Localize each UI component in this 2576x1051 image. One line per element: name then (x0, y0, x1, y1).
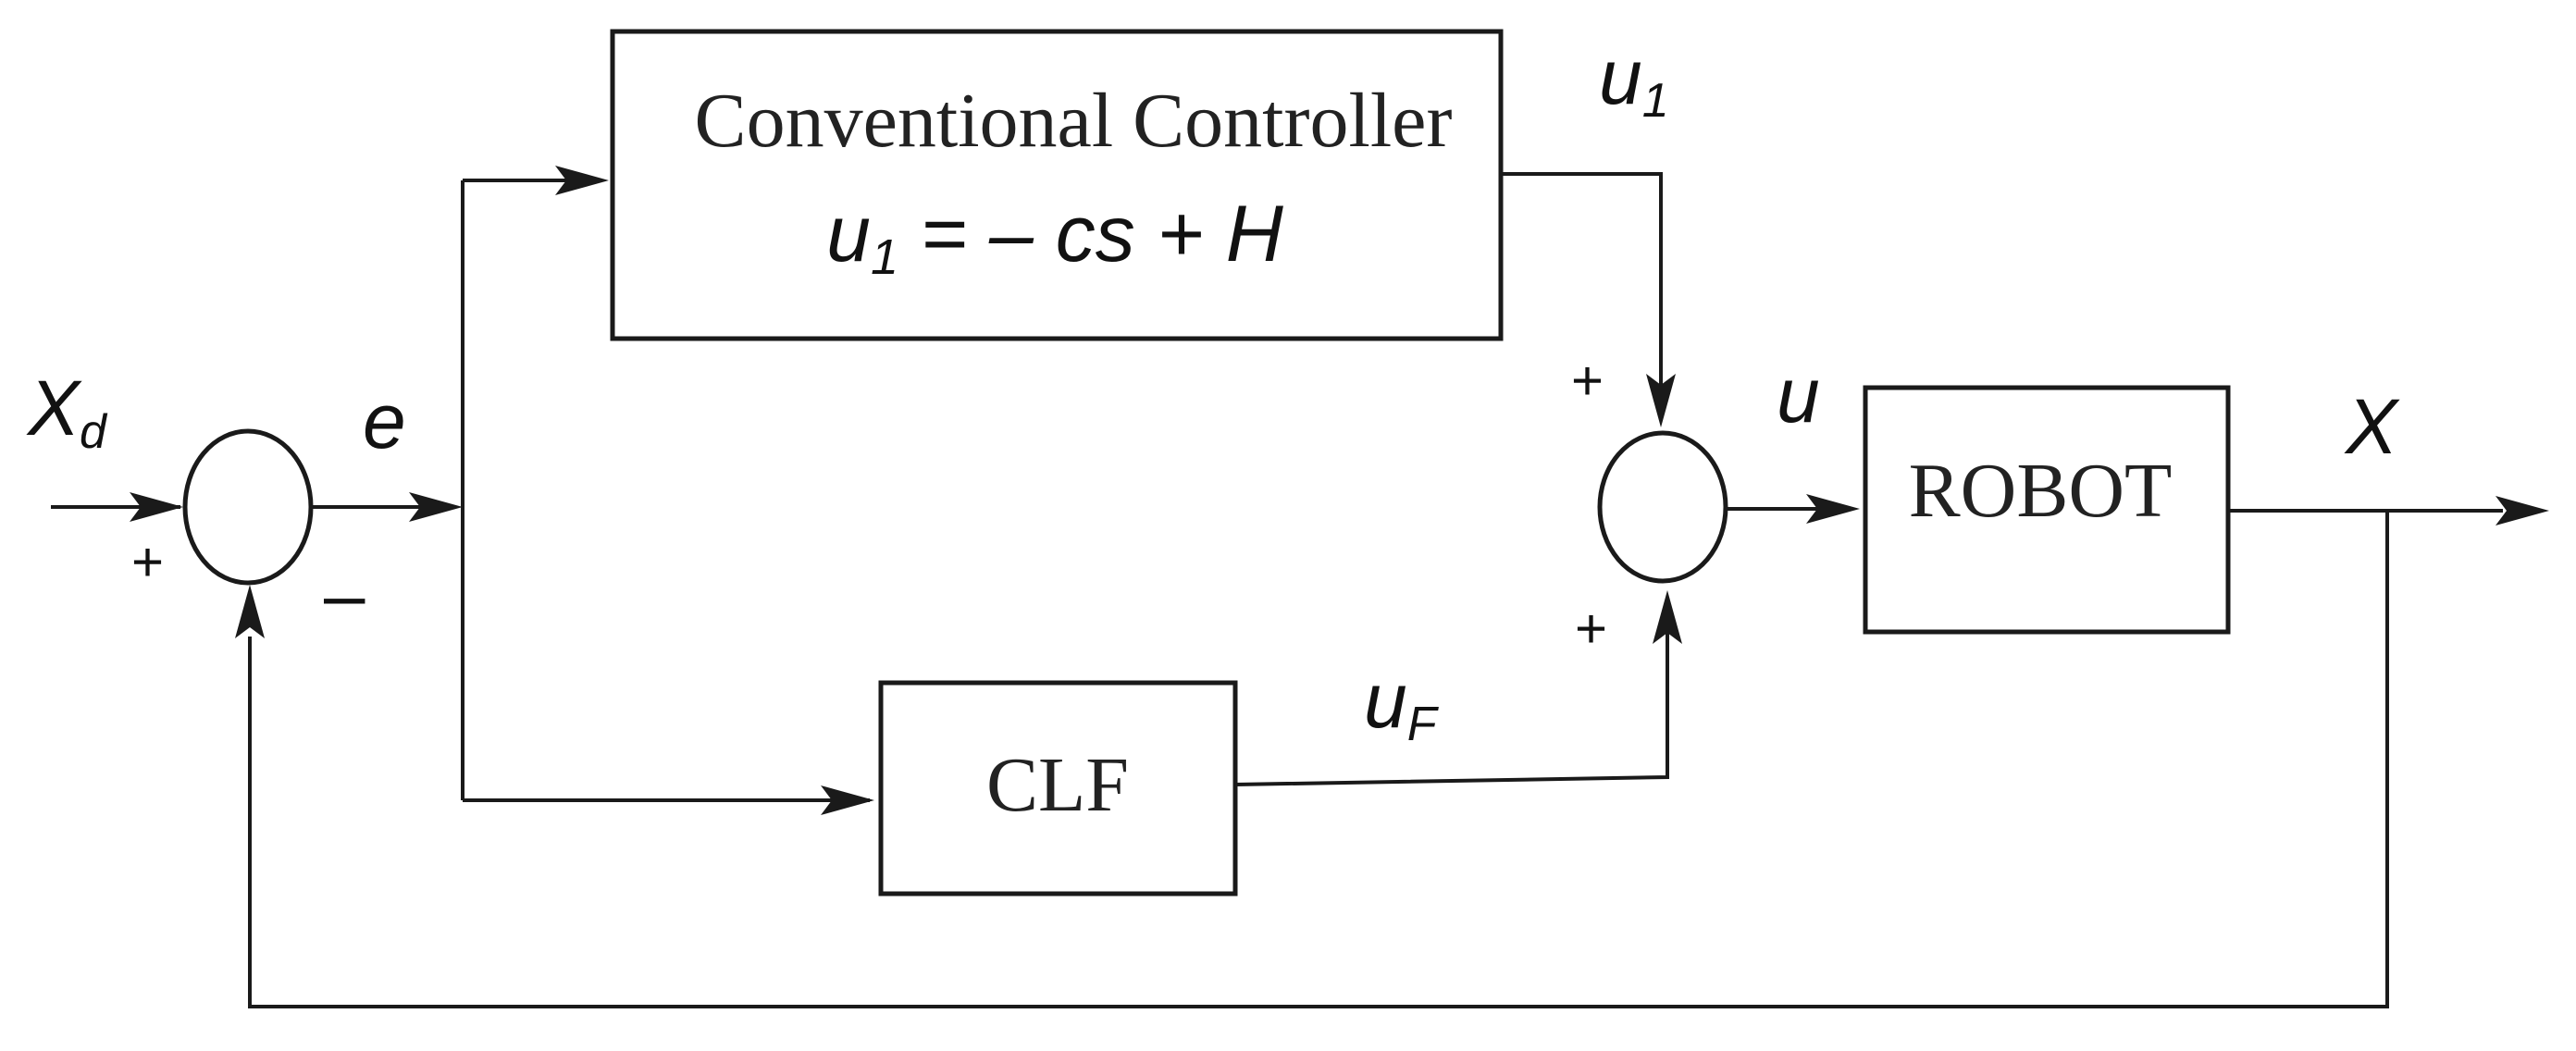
arrow-into-robot (1806, 494, 1860, 524)
signal-label-u1: u1 (1599, 33, 1669, 128)
signal-wires (51, 172, 2503, 1008)
signal-label-uf: uF (1364, 657, 1440, 751)
signal-label-u: u (1777, 352, 1820, 439)
robot-block: ROBOT (1863, 385, 2231, 635)
arrow-u1-into-sum2 (1646, 374, 1676, 427)
arrow-output (2496, 496, 2549, 526)
arrowheads (130, 166, 2549, 815)
clf-label: CLF (986, 742, 1129, 828)
sign-sum2-top-plus: + (1571, 350, 1604, 412)
wire-u1 (1501, 172, 1663, 421)
sign-sum1-minus: – (324, 553, 365, 636)
signal-label-output: X (2344, 383, 2400, 470)
signal-label-error: e (363, 377, 406, 464)
sign-sum1-plus: + (131, 531, 164, 593)
conventional-controller-equation: u1 = – cs + H (826, 190, 1284, 285)
sign-sum2-bottom-plus: + (1575, 598, 1607, 660)
conventional-controller-title: Conventional Controller (695, 78, 1453, 164)
robot-frame (1863, 385, 2231, 635)
arrow-into-branch (409, 492, 463, 522)
summing-junction-error (182, 428, 314, 586)
summing-junction-control (1597, 430, 1728, 584)
conventional-controller-frame (610, 29, 1504, 341)
wire-uf (1234, 601, 1669, 786)
arrow-into-conventional (555, 166, 609, 195)
clf-block: CLF (878, 680, 1238, 896)
signal-label-input: Xd (26, 365, 108, 459)
arrow-feedback-into-sum1 (235, 585, 265, 638)
clf-frame (878, 680, 1238, 896)
arrow-uf-into-sum2 (1653, 590, 1682, 644)
wire-feedback (248, 511, 2389, 1008)
arrow-into-clf (821, 785, 874, 815)
arrow-into-sum1 (130, 492, 183, 522)
robot-label: ROBOT (1909, 448, 2173, 534)
conventional-controller-block: Conventional Controller u1 = – cs + H (610, 29, 1504, 341)
